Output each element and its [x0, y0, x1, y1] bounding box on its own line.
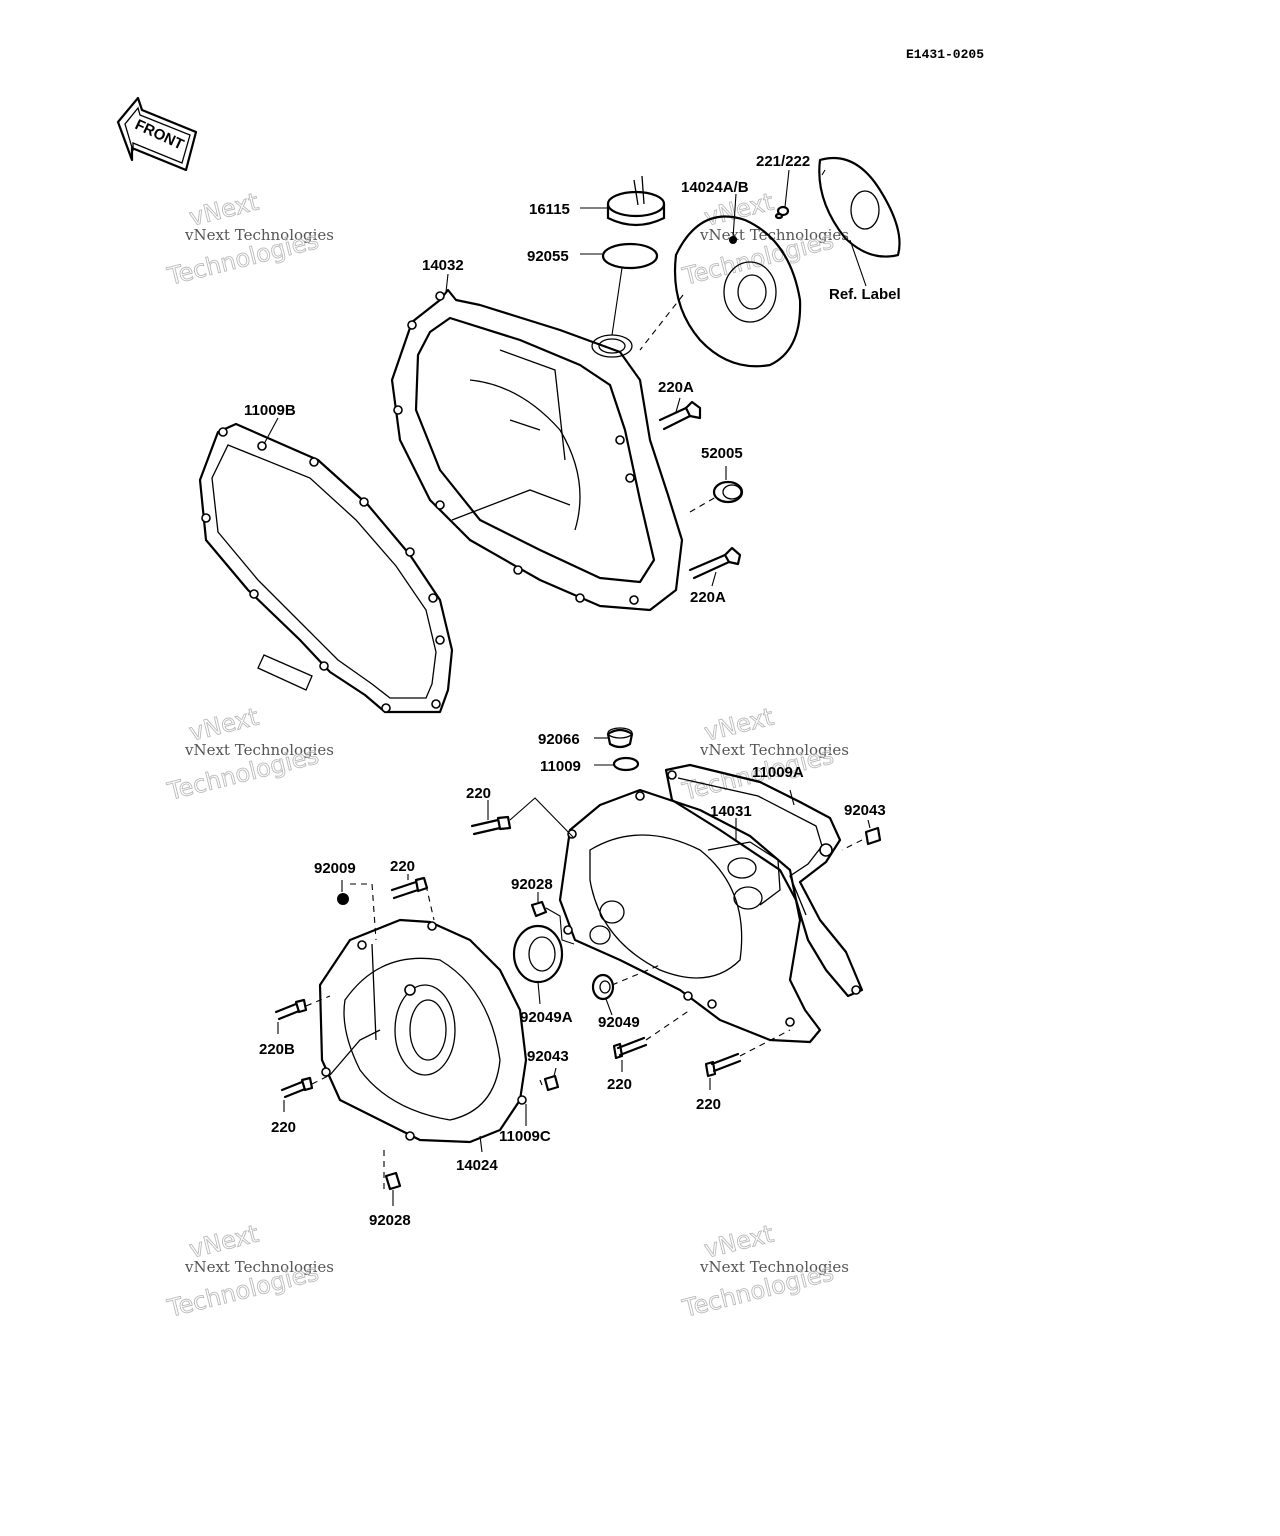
- svg-text:vNext Technologies: vNext Technologies: [699, 1258, 849, 1276]
- label-220-center: 220: [607, 1076, 632, 1093]
- seal-92049: [591, 973, 615, 1001]
- gasket-11009a: [664, 763, 864, 998]
- label-14032: 14032: [422, 257, 464, 274]
- oring-92055: [601, 242, 659, 270]
- bolt-220b: [274, 998, 308, 1021]
- label-220b: 220B: [259, 1041, 295, 1058]
- bolt-220a-top: [658, 400, 702, 431]
- part-labels: 221/222 14024A/B 16115 92055 14032 Ref. …: [244, 153, 901, 1229]
- dowel-92043-right: [864, 826, 882, 846]
- watermark: vNext vNext Technologies Technologies vN…: [164, 187, 849, 1323]
- leader-lines-bottom: [277, 737, 871, 1206]
- label-92028-upper: 92028: [511, 876, 553, 893]
- label-220-mid: 220: [390, 858, 415, 875]
- label-11009c: 11009C: [499, 1128, 551, 1145]
- label-16115: 16115: [529, 201, 570, 218]
- label-11009: 11009: [540, 758, 581, 775]
- label-14024: 14024: [456, 1157, 498, 1174]
- label-92055: 92055: [527, 248, 569, 265]
- bolt-220-upper: [470, 815, 512, 836]
- bolt-221-222: [774, 205, 790, 220]
- dowel-92043-left: [543, 1074, 560, 1092]
- label-11009b: 11009B: [244, 402, 296, 419]
- bolt-220-center: [612, 1036, 648, 1060]
- seal-92049a: [512, 924, 564, 984]
- label-220-right: 220: [696, 1096, 721, 1113]
- svg-text:vNext Technologies: vNext Technologies: [184, 741, 334, 759]
- bolt-220-left: [280, 1076, 314, 1099]
- plug-16115: [606, 175, 666, 227]
- dowel-92028-lower: [384, 1171, 402, 1191]
- cover-14024: [318, 918, 528, 1144]
- dowel-92028-upper: [530, 900, 548, 918]
- cover-14032: [390, 288, 684, 612]
- seal-52005: [712, 480, 744, 504]
- cover-14024ab: [673, 215, 802, 368]
- label-52005: 52005: [701, 445, 743, 462]
- label-92043-right: 92043: [844, 802, 886, 819]
- washer-11009: [612, 756, 640, 772]
- leader-lines-top: [263, 169, 867, 587]
- label-92043-left: 92043: [527, 1048, 569, 1065]
- label-221-222: 221/222: [756, 153, 810, 170]
- label-220a-bottom: 220A: [690, 589, 726, 606]
- plug-92066: [606, 727, 634, 749]
- bolt-220-mid: [390, 876, 429, 900]
- plug-92009: [337, 893, 349, 905]
- svg-text:vNext Technologies: vNext Technologies: [184, 226, 334, 244]
- bolt-220a-bottom: [688, 546, 742, 580]
- label-11009a: 11009A: [752, 764, 804, 781]
- ref-label-disc: [818, 156, 901, 258]
- label-220-upper: 220: [466, 785, 491, 802]
- label-220-left: 220: [271, 1119, 296, 1136]
- label-92028-lower: 92028: [369, 1212, 411, 1229]
- label-14031: 14031: [710, 803, 752, 820]
- label-220a-top: 220A: [658, 379, 694, 396]
- label-92049a: 92049A: [520, 1009, 573, 1026]
- label-14024ab: 14024A/B: [681, 179, 749, 196]
- label-92066: 92066: [538, 731, 580, 748]
- label-ref-label: Ref. Label: [829, 286, 901, 303]
- gasket-11009b: [198, 422, 454, 714]
- bolt-220-right: [704, 1052, 742, 1078]
- svg-text:vNext Technologies: vNext Technologies: [184, 1258, 334, 1276]
- cover-14031: [558, 788, 822, 1044]
- front-arrow-icon: FRONT: [116, 96, 198, 172]
- label-92049: 92049: [598, 1014, 640, 1031]
- svg-text:vNext Technologies: vNext Technologies: [699, 741, 849, 759]
- document-number: E1431-0205: [906, 47, 984, 62]
- front-arrow-label: FRONT: [132, 116, 186, 153]
- label-92009: 92009: [314, 860, 356, 877]
